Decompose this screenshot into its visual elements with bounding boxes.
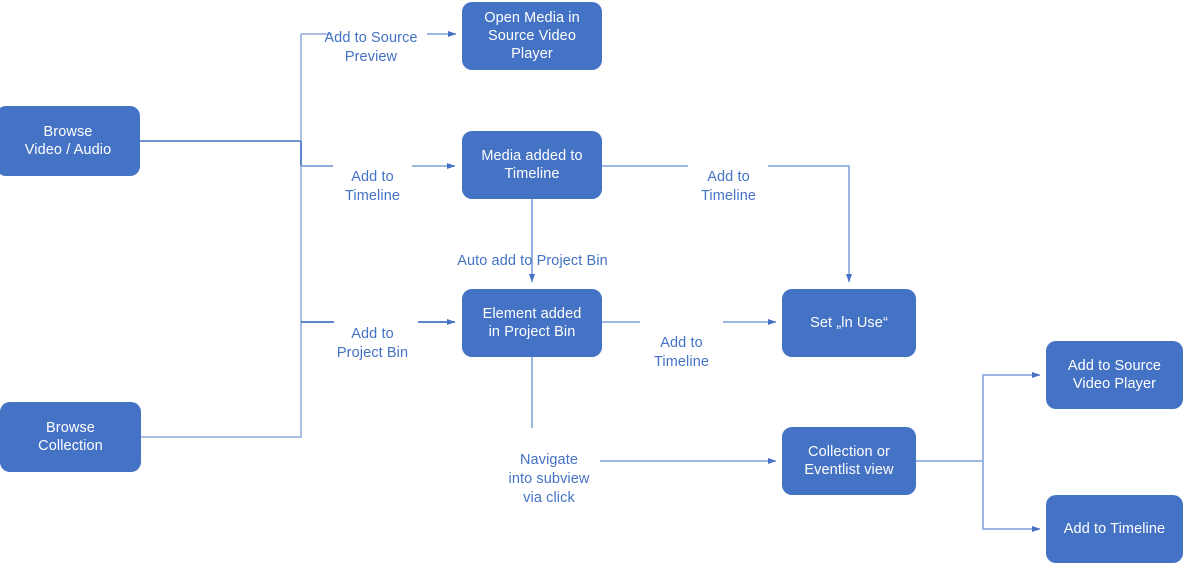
node-element-added-in-project-bin[interactable]: Element added in Project Bin xyxy=(462,289,602,357)
edge-label-auto-add-to-project-bin: Auto add to Project Bin xyxy=(455,233,610,290)
edge-label-text: Add to Project Bin xyxy=(336,325,409,361)
edge-label-navigate-into-subview-via-click: Navigate into subview via click xyxy=(494,432,604,526)
edge-label-text: Add to Timeline xyxy=(700,168,757,204)
node-browse-video-audio[interactable]: Browse Video / Audio xyxy=(0,106,140,176)
node-add-to-source-video-player[interactable]: Add to Source Video Player xyxy=(1046,341,1183,409)
node-label: Media added to Timeline xyxy=(481,147,583,182)
node-add-to-timeline[interactable]: Add to Timeline xyxy=(1046,495,1183,563)
edge-label-add-to-source-preview: Add to Source Preview xyxy=(321,10,421,85)
node-browse-collection[interactable]: Browse Collection xyxy=(0,402,141,472)
node-label: Open Media in Source Video Player xyxy=(484,9,580,63)
node-set-in-use[interactable]: Set „ln Use“ xyxy=(782,289,916,357)
connector-main-trunk xyxy=(140,33,334,438)
edge-label-text: Navigate into subview via click xyxy=(508,451,590,506)
edge-label-text: Auto add to Project Bin xyxy=(457,252,608,269)
node-label: Element added in Project Bin xyxy=(482,305,582,340)
edge-label-text: Add to Source Preview xyxy=(324,29,418,65)
edge-label-add-to-project-bin: Add to Project Bin xyxy=(330,306,415,381)
edge-label-add-to-timeline-3: Add to Timeline xyxy=(645,315,718,390)
node-open-media-source-video-player[interactable]: Open Media in Source Video Player xyxy=(462,2,602,70)
node-collection-or-eventlist-view[interactable]: Collection or Eventlist view xyxy=(782,427,916,495)
edge-label-add-to-timeline-2: Add to Timeline xyxy=(692,149,765,224)
edge-label-text: Add to Timeline xyxy=(344,168,401,204)
node-label: Browse Collection xyxy=(38,419,103,454)
connector-collection-to-right-nodes xyxy=(916,371,1041,533)
node-label: Add to Source Video Player xyxy=(1067,357,1162,392)
node-media-added-to-timeline[interactable]: Media added to Timeline xyxy=(462,131,602,199)
node-label: Collection or Eventlist view xyxy=(804,443,894,478)
node-label: Browse Video / Audio xyxy=(24,123,112,158)
node-label: Set „ln Use“ xyxy=(810,314,888,331)
edge-label-add-to-timeline-1: Add to Timeline xyxy=(336,149,409,224)
node-label: Add to Timeline xyxy=(1063,520,1166,537)
edge-label-text: Add to Timeline xyxy=(653,334,710,370)
